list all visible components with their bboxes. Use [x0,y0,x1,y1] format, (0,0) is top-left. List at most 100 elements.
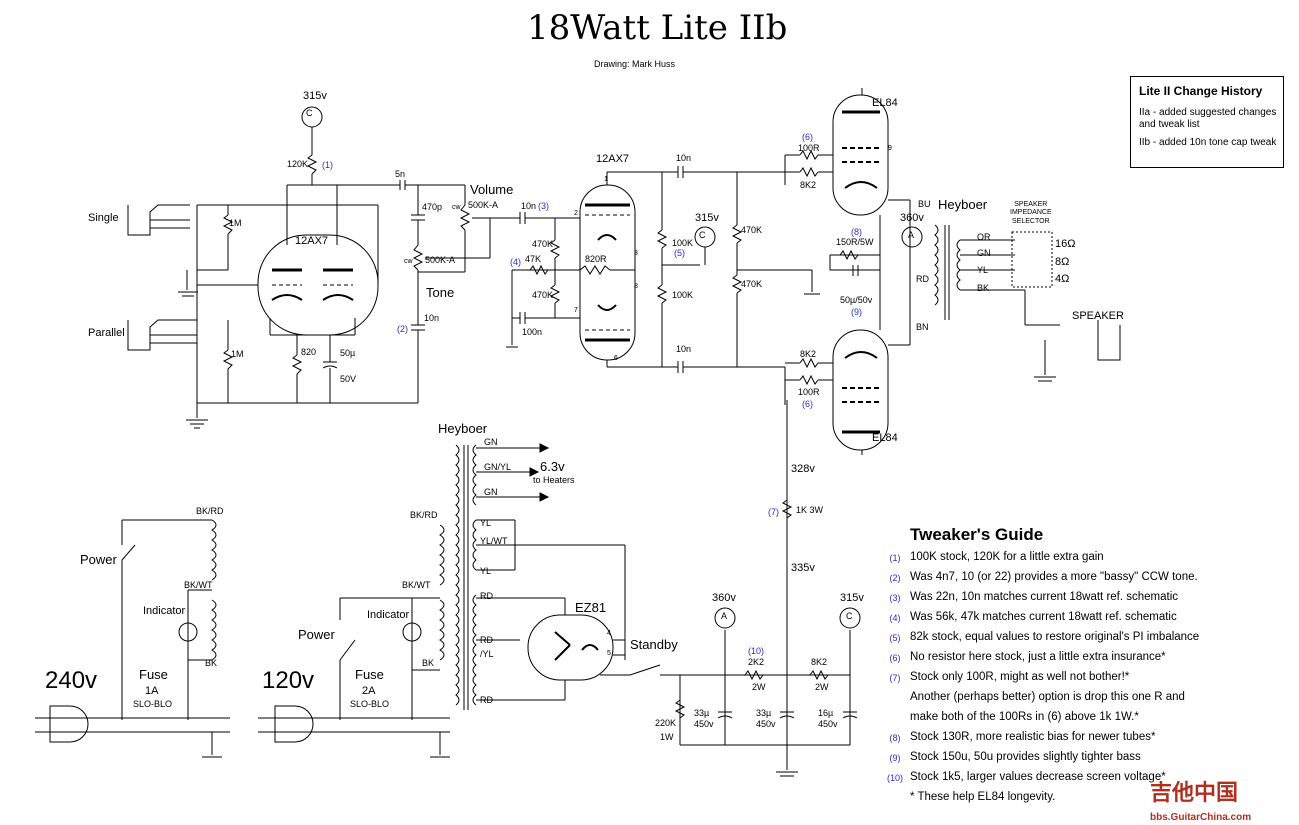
mains-240-label: 240v [45,667,98,694]
speaker-label: SPEAKER [1072,310,1124,322]
tweakers-guide-heading: Tweaker's Guide [910,525,1044,544]
guide-item-number: (2) [889,573,901,583]
input-single-label: Single [88,212,119,224]
guide-item-text: Stock 1k5, larger values decrease screen… [910,771,1166,783]
guide-item-number: (3) [889,593,901,603]
tweak-ref: (8) [851,227,862,237]
resistor-label: 150R/5W [836,237,874,247]
b-plus-label: 315v [303,90,327,102]
tweak-ref: (9) [851,307,862,317]
pot-label: 500K-A [468,200,499,210]
resistor-label: 100K [672,238,694,248]
fuse-rating: 1A [145,685,159,697]
pot-label: 500K-A [425,255,456,265]
node-marker: C [699,230,706,240]
voltage-label: 328v [791,463,815,475]
resistor-label: 470K [741,279,763,289]
impedance-option: 8Ω [1055,256,1070,268]
resistor-label: 1K 3W [796,505,824,515]
resistor-label: 8K2 [811,657,828,667]
heater-voltage-label: 6.3v [540,459,565,474]
cap-label: 10n [676,153,692,163]
resistor-wattage: 1W [660,732,674,742]
pot-cw-label: cw [404,258,413,265]
cap-voltage-label: 50V [340,374,357,384]
tweak-ref: (4) [510,257,521,267]
tube-el84-label: EL84 [872,97,898,109]
b-plus-label: 315v [695,212,719,224]
wire-color-label: BK [205,658,218,668]
mains-primary [35,519,450,758]
b-plus-label: 360v [712,592,736,604]
guide-item-number: (1) [889,553,901,563]
pin-number: 9 [888,145,892,152]
wire-color-label: BK [422,658,435,668]
fuse-type: SLO-BLO [350,699,390,709]
b-plus-label: 360v [900,212,924,224]
wire-color-label: RD [480,635,493,645]
guide-item-text: Was 56k, 47k matches current 18watt ref.… [910,611,1177,623]
resistor-label: 100R [798,143,820,153]
guide-item-number: (9) [889,753,901,763]
tube-v1-label: 12AX7 [295,235,329,247]
power-transformer-label: Heyboer [438,421,488,436]
guide-item-text: Another (perhaps better) option is drop … [910,691,1185,703]
wire-color-label: GN/YL [484,462,512,472]
tweakers-guide: Tweaker's Guide (1) 100K stock, 120K for … [885,525,1199,811]
mains-120-label: 120v [262,667,315,694]
wire-color-label: GN [484,487,498,497]
resistor-wattage: 2W [752,682,766,692]
voltage-label: 335v [791,562,815,574]
wire-color-label: GN [484,437,498,447]
cap-label: 100n [522,327,543,337]
guide-item: * These help EL84 longevity. [885,791,1055,811]
resistor-label: 220K [655,718,677,728]
guide-item: (9)Stock 150u, 50u provides slightly tig… [885,751,1141,771]
pot-cw-label: cw [452,204,461,211]
cap-label: 5n [395,169,406,179]
tweak-ref: (6) [802,399,813,409]
guide-item-number: (6) [889,653,901,663]
impedance-selector-label: SPEAKER IMPEDANCE SELECTOR [1010,201,1052,225]
cap-label: 50µ/50v [840,295,873,305]
guide-item-number: (4) [889,613,901,623]
resistor-label: 120K [287,159,309,169]
guide-item: (2) Was 4n7, 10 (or 22) provides a more "… [885,571,1198,591]
tone-label: Tone [426,285,455,300]
power-switch-label: Power [298,627,335,642]
watermark-logo: 吉他中国 bbs.GuitarChina.com [1150,775,1251,825]
cap-voltage-label: 450v [818,719,838,729]
pin-number: 8 [634,283,638,290]
resistor-label: 820 [301,347,317,357]
tweak-ref: (7) [768,507,779,517]
guide-item-text: Was 4n7, 10 (or 22) provides a more "bas… [910,571,1198,583]
guide-item: (3)Was 22n, 10n matches current 18watt r… [885,591,1179,611]
guide-item: (6)No resistor here stock, just a little… [885,651,1166,671]
guide-item: (7)Stock only 100R, might as well not bo… [885,671,1130,691]
preamp-v1-section [127,106,418,429]
pin-number: 6 [614,355,618,362]
indicator-label: Indicator [367,609,410,621]
wire-color-label: BK [977,283,990,293]
drawing-credit: Drawing: Mark Huss [594,59,676,69]
resistor-label: 47K [525,254,542,264]
node-marker: A [721,611,728,621]
change-history-heading: Lite II Change History [1139,84,1263,98]
fuse-label: Fuse [139,667,168,682]
wire-color-label: OR [977,232,991,242]
guide-item-number: (8) [889,733,901,743]
guide-item-number: (5) [889,633,901,643]
pin-number: 5 [607,650,611,657]
resistor-label: 820R [585,254,607,264]
change-history-entry: IIa - added suggested changes and tweak … [1139,107,1277,130]
cap-label: 470p [422,202,443,212]
node-marker: C [306,108,313,118]
wire-color-label: GN [977,248,991,258]
wire-color-label: YL [480,518,492,528]
tube-el84-label: EL84 [872,432,898,444]
guide-item-text: 100K stock, 120K for a little extra gain [910,551,1104,563]
wire-color-label: YL [480,566,492,576]
tweak-ref: (3) [538,201,549,211]
resistor-wattage: 2W [815,682,829,692]
pin-number: 1 [604,176,608,183]
